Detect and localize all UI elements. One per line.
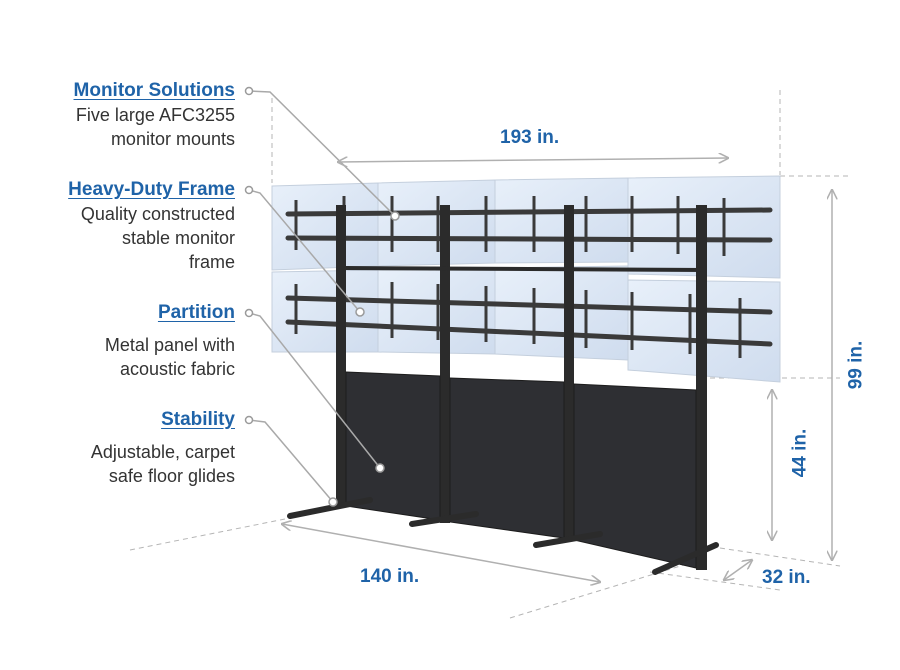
feature-desc-line: Adjustable, carpet	[90, 442, 235, 462]
feature-desc-line: frame	[188, 252, 235, 272]
dimension-partition-height-label: 44 in.	[789, 428, 811, 478]
feature-heavy-duty-frame: Heavy-Duty Frame Quality constructed sta…	[0, 178, 235, 274]
feature-desc-line: Five large AFC3255	[75, 105, 235, 125]
feature-monitor-solutions: Monitor Solutions Five large AFC3255 mon…	[0, 79, 235, 151]
leader-dots	[244, 86, 400, 507]
feature-desc-line: monitor mounts	[110, 129, 235, 149]
feature-desc-line: Metal panel with	[104, 335, 235, 355]
feature-title: Monitor Solutions	[73, 80, 235, 101]
frame-crossbars	[345, 266, 707, 272]
partition-panels	[345, 371, 697, 569]
feature-title: Heavy-Duty Frame	[68, 179, 235, 200]
feature-partition: Partition Metal panel with acoustic fabr…	[0, 301, 235, 381]
frame-uprights	[336, 205, 707, 570]
feature-title: Stability	[161, 409, 235, 430]
dimension-width-label: 193 in.	[500, 127, 560, 148]
screen-row-top	[271, 175, 781, 279]
feature-desc-line: Quality constructed	[80, 204, 235, 224]
dimension-base-length-label: 140 in.	[360, 566, 420, 587]
feature-desc-line: safe floor glides	[108, 466, 235, 486]
feature-desc-line: acoustic fabric	[119, 359, 235, 379]
dimension-arrows	[282, 158, 832, 582]
dimension-total-height-label: 99 in.	[845, 340, 867, 390]
feature-stability: Stability Adjustable, carpet safe floor …	[0, 408, 235, 488]
feature-title: Partition	[157, 302, 235, 323]
feature-desc-line: stable monitor	[121, 228, 235, 248]
dimension-depth-label: 32 in.	[762, 567, 811, 588]
